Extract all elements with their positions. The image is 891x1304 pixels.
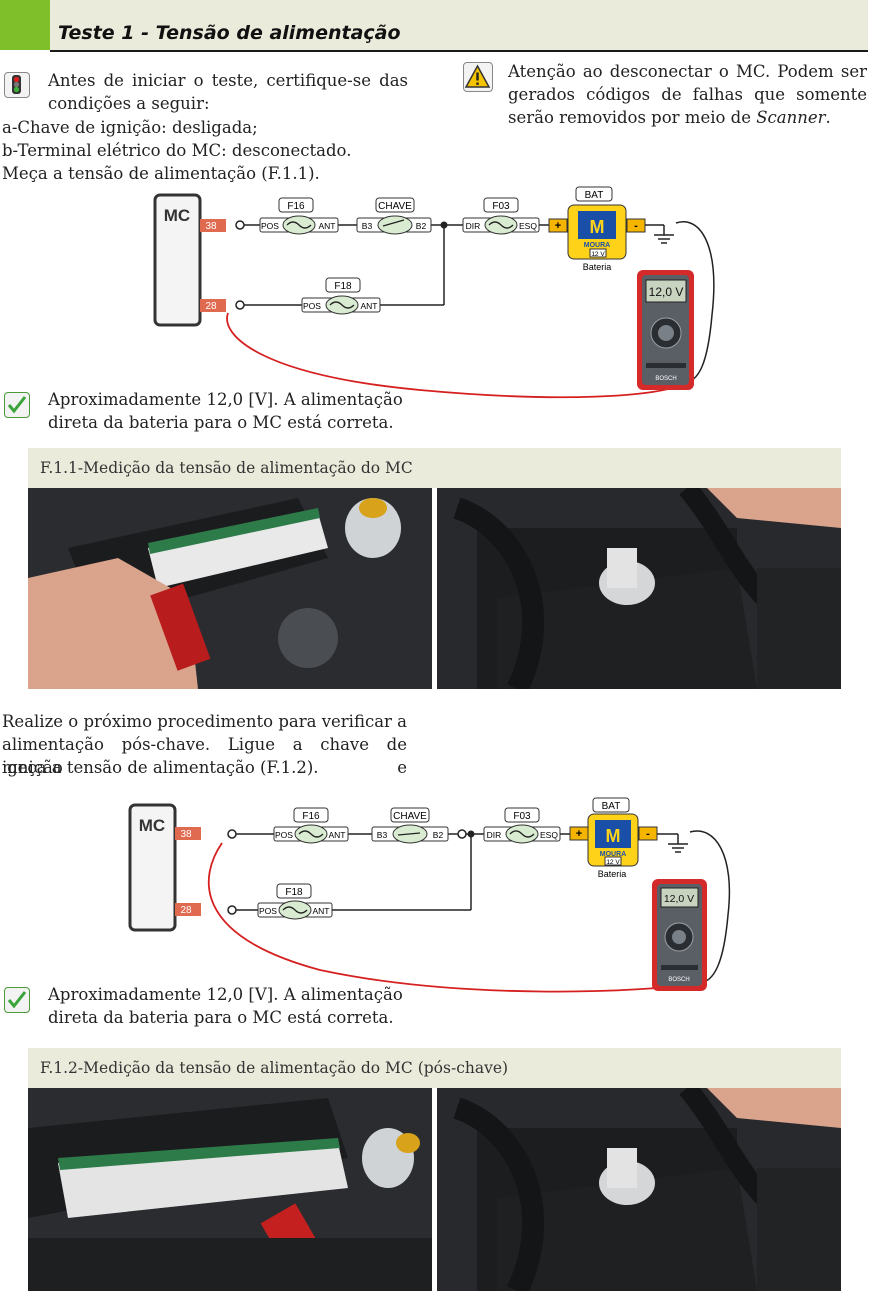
figure2-caption: F.1.2-Medição da tensão de alimentação d… bbox=[40, 1059, 509, 1077]
section-title: Teste 1 - Tensão de alimentação bbox=[58, 22, 401, 44]
result1-line-2: direta da bateria para o MC está correta… bbox=[48, 413, 394, 432]
multimeter-2: 12,0 V BOSCH bbox=[652, 879, 707, 991]
section-header-rule bbox=[50, 50, 868, 52]
svg-text:CHAVE: CHAVE bbox=[378, 201, 412, 212]
intro-line-1: Antes de iniciar o teste, certifique-se … bbox=[48, 71, 408, 90]
check-icon bbox=[4, 987, 30, 1013]
svg-text:POS: POS bbox=[303, 301, 321, 311]
svg-text:ESQ: ESQ bbox=[519, 221, 537, 231]
svg-text:ANT: ANT bbox=[329, 830, 346, 840]
result1-line-1: Aproximadamente 12,0 [V]. A alimentação bbox=[48, 390, 403, 409]
check-icon bbox=[4, 392, 30, 418]
svg-text:POS: POS bbox=[259, 906, 277, 916]
svg-text:F18: F18 bbox=[334, 281, 352, 292]
warning-line-2: gerados códigos de falhas que somente bbox=[508, 85, 867, 104]
figure1-photo-battery bbox=[437, 488, 841, 689]
svg-text:+: + bbox=[555, 220, 561, 232]
procedure-line-2: alimentação pós-chave. Ligue a chave de … bbox=[2, 735, 407, 777]
svg-text:M: M bbox=[606, 826, 621, 846]
svg-text:Bateria: Bateria bbox=[583, 262, 612, 272]
section-header-accent bbox=[0, 0, 50, 50]
svg-text:ANT: ANT bbox=[313, 906, 330, 916]
intro-item-a: a-Chave de ignição: desligada; bbox=[2, 118, 258, 137]
svg-text:M: M bbox=[590, 217, 605, 237]
f16-label-box bbox=[278, 197, 314, 213]
svg-text:+: + bbox=[576, 828, 582, 840]
svg-text:ESQ: ESQ bbox=[540, 830, 558, 840]
result2-line-1: Aproximadamente 12,0 [V]. A alimentação bbox=[48, 985, 403, 1004]
svg-text:ANT: ANT bbox=[319, 221, 336, 231]
svg-text:Bateria: Bateria bbox=[598, 869, 627, 879]
procedure-line-1: Realize o próximo procedimento para veri… bbox=[2, 712, 407, 731]
figure1-photo-connector bbox=[28, 488, 432, 689]
svg-text:BAT: BAT bbox=[585, 190, 604, 201]
section-header-band bbox=[0, 0, 868, 50]
pin-38 bbox=[200, 219, 226, 232]
svg-text:B3: B3 bbox=[377, 830, 388, 840]
svg-text:-: - bbox=[646, 828, 650, 840]
svg-text:BOSCH: BOSCH bbox=[668, 977, 689, 983]
circuit-diagram-2: MC 38 28 F16 POS ANT CHAVE B3 B2 F03 DIR… bbox=[128, 797, 731, 993]
svg-text:F16: F16 bbox=[302, 811, 320, 822]
figure1-caption-band: F.1.1-Medição da tensão de alimentação d… bbox=[28, 448, 841, 488]
svg-text:28: 28 bbox=[180, 905, 192, 916]
pin-28 bbox=[200, 299, 226, 312]
svg-text:POS: POS bbox=[261, 221, 279, 231]
figure1-caption: F.1.1-Medição da tensão de alimentação d… bbox=[40, 459, 413, 477]
svg-text:12 V: 12 V bbox=[591, 251, 605, 258]
svg-text:-: - bbox=[634, 220, 638, 232]
figure2-photo-battery bbox=[437, 1088, 841, 1291]
figure2-photo-connector bbox=[28, 1088, 432, 1291]
mc-module bbox=[153, 193, 202, 327]
intro-line-2: condições a seguir: bbox=[48, 94, 210, 113]
svg-text:12,0 V: 12,0 V bbox=[649, 285, 684, 299]
svg-text:POS: POS bbox=[275, 830, 293, 840]
svg-text:F18: F18 bbox=[285, 887, 303, 898]
warning-line-1: Atenção ao desconectar o MC. Podem ser bbox=[508, 62, 867, 81]
mc-label: MC bbox=[164, 206, 190, 225]
svg-text:MC: MC bbox=[139, 816, 165, 835]
svg-text:B2: B2 bbox=[433, 830, 444, 840]
warning-icon bbox=[463, 62, 493, 92]
svg-text:F03: F03 bbox=[492, 201, 510, 212]
svg-text:B3: B3 bbox=[362, 221, 373, 231]
svg-text:BAT: BAT bbox=[602, 801, 621, 812]
svg-text:38: 38 bbox=[180, 829, 192, 840]
svg-text:F16: F16 bbox=[287, 201, 305, 212]
scanner-term: Scanner bbox=[756, 108, 826, 127]
intro-measure: Meça a tensão de alimentação (F.1.1). bbox=[2, 164, 320, 183]
intro-item-b: b-Terminal elétrico do MC: desconectado. bbox=[2, 141, 352, 160]
svg-text:12,0 V: 12,0 V bbox=[664, 893, 694, 905]
svg-text:BOSCH: BOSCH bbox=[655, 376, 676, 382]
result2-line-2: direta da bateria para o MC está correta… bbox=[48, 1008, 394, 1027]
warning-line-3: serão removidos por meio de Scanner. bbox=[508, 108, 831, 127]
svg-text:28: 28 bbox=[205, 301, 217, 312]
svg-text:ANT: ANT bbox=[361, 301, 378, 311]
svg-text:B2: B2 bbox=[416, 221, 427, 231]
multimeter: 12,0 V BOSCH bbox=[637, 270, 694, 390]
svg-text:38: 38 bbox=[205, 221, 217, 232]
svg-text:CHAVE: CHAVE bbox=[393, 811, 427, 822]
traffic-light-icon bbox=[4, 72, 30, 98]
svg-text:DIR: DIR bbox=[466, 221, 481, 231]
ignition-switch bbox=[377, 215, 413, 235]
svg-text:DIR: DIR bbox=[487, 830, 502, 840]
svg-text:12 V: 12 V bbox=[606, 859, 620, 866]
svg-text:F03: F03 bbox=[513, 811, 531, 822]
circuit-diagram-1: MC 38 28 F16 POS ANT CHAVE B3 B2 F03 DIR… bbox=[153, 186, 715, 399]
figure2-caption-band: F.1.2-Medição da tensão de alimentação d… bbox=[28, 1048, 841, 1088]
procedure-line-3: meça a tensão de alimentação (F.1.2). bbox=[2, 758, 319, 777]
svg-text:MOURA: MOURA bbox=[584, 242, 610, 249]
svg-text:MOURA: MOURA bbox=[600, 851, 626, 858]
